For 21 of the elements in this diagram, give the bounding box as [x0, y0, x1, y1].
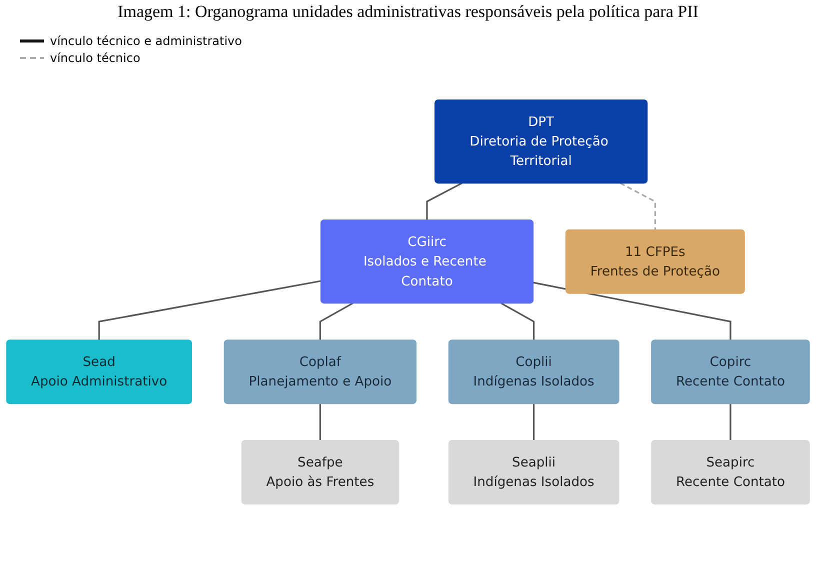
connector [319, 302, 354, 340]
connector [730, 404, 732, 440]
node-box: Seafpe Apoio às Frentes [241, 440, 400, 505]
connector [426, 182, 462, 220]
connector [532, 404, 535, 440]
node-box: Coplii Indígenas Isolados [448, 340, 620, 404]
connector [98, 280, 321, 340]
node-box: DPT Diretoria de Proteção Territorial [434, 99, 648, 184]
node-box: Copirc Recente Contato [651, 340, 810, 404]
node-box: Seaplii Indígenas Isolados [448, 440, 620, 505]
node-box: Coplaf Planejamento e Apoio [224, 340, 417, 404]
connector [533, 282, 732, 340]
legend-text: vínculo técnico e administrativo [50, 34, 242, 48]
connector [500, 302, 535, 340]
figure-title: Imagem 1: Organograma unidades administrativas responsáveis pela política para PII [116, 2, 700, 22]
node-box: Sead Apoio Administrativo [6, 340, 192, 404]
node-box: CGiirc Isolados e Recente Contato [320, 220, 534, 304]
node-box: Seapirc Recente Contato [651, 440, 810, 505]
legend-text: vínculo técnico [50, 51, 140, 65]
connector [319, 404, 321, 440]
node-box: 11 CFPEs Frentes de Proteção [565, 229, 745, 294]
